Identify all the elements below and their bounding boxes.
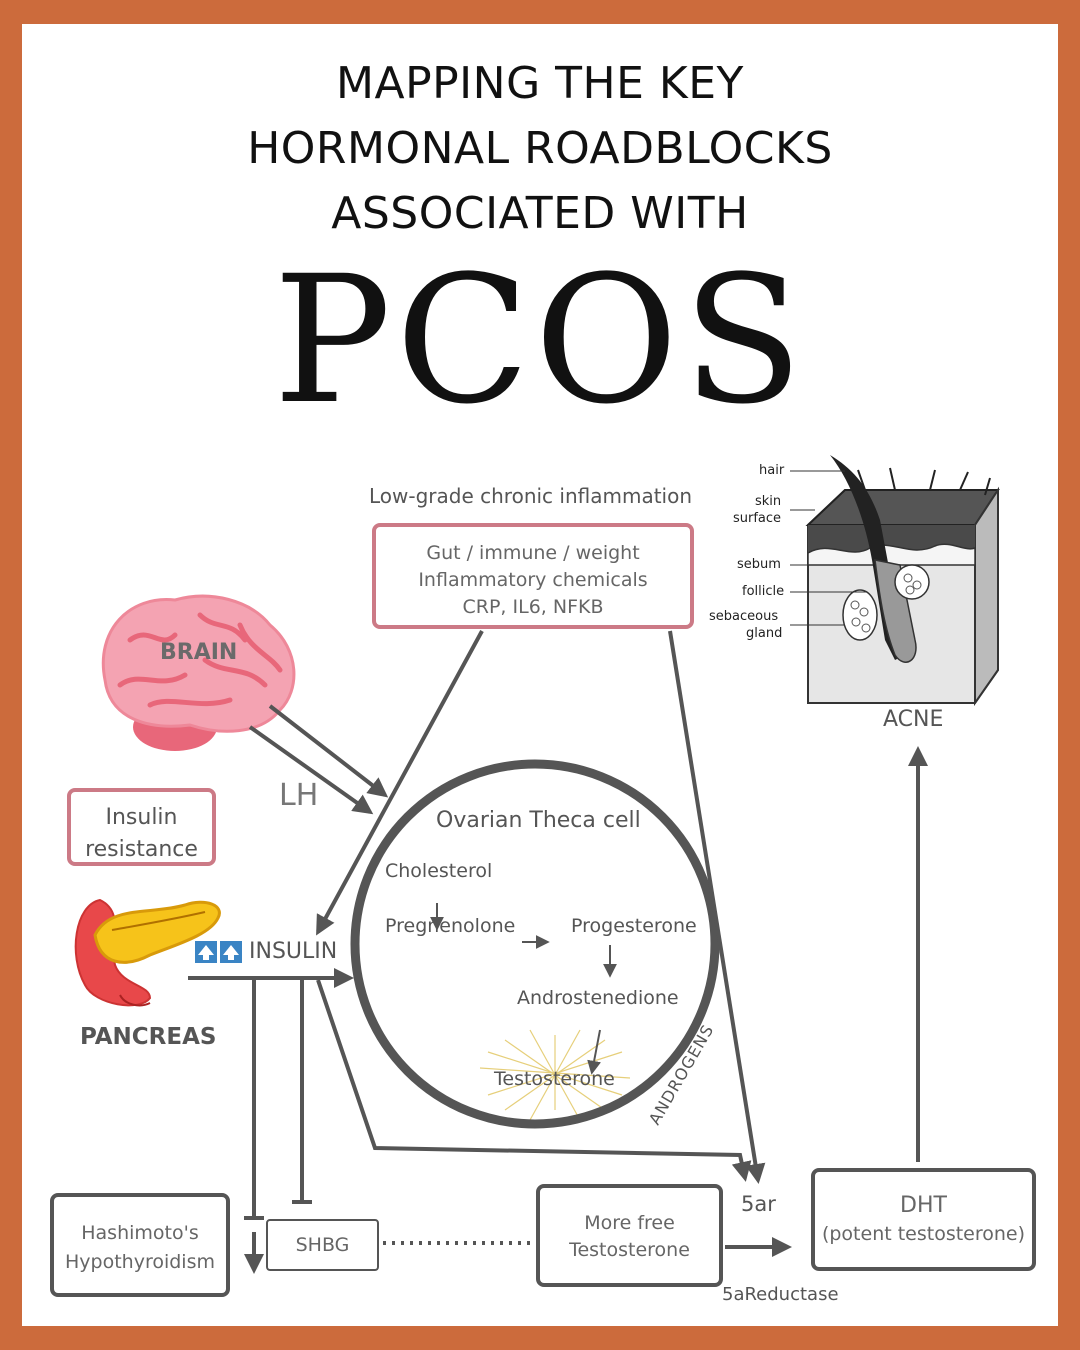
insulin-label: INSULIN [249,939,337,964]
dht-line-1: DHT [815,1192,1032,1220]
acne-label: ACNE [883,707,943,732]
insulin-resistance-line-2: resistance [71,834,212,866]
lh-label: LH [279,778,318,813]
pancreas-label: PANCREAS [80,1024,216,1050]
dht-box: DHT (potent testosterone) [811,1168,1036,1271]
inflammation-heading: Low-grade chronic inflammation [369,484,692,508]
dht-line-2: (potent testosterone) [815,1220,1032,1248]
brain-label: BRAIN [160,640,237,665]
shbg-label: SHBG [268,1234,377,1256]
skin-follicle-illustration [790,455,998,703]
surface-label: surface [733,511,781,526]
gland-label: gland [746,626,782,641]
progesterone-label: Progesterone [571,915,697,937]
hashimoto-line-1: Hashimoto's [54,1219,226,1248]
5a-reductase-label: 5aReductase [722,1284,839,1305]
inflammation-line-2: Inflammatory chemicals [376,567,690,594]
insulin-increase-icon [195,941,242,963]
theca-cell-title: Ovarian Theca cell [436,808,641,833]
insulin-resistance-box: Insulin resistance [67,788,216,866]
inflammation-line-3: CRP, IL6, NFKB [376,594,690,621]
follicle-label: follicle [742,584,784,599]
shbg-box: SHBG [266,1219,379,1271]
skin-label: skin [755,494,781,509]
testosterone-label: Testosterone [494,1068,615,1090]
hashimoto-box: Hashimoto's Hypothyroidism [50,1193,230,1297]
inflammation-box: Gut / immune / weight Inflammatory chemi… [372,523,694,629]
sebaceous-label: sebaceous [709,609,778,624]
sebum-label: sebum [737,557,781,572]
cholesterol-label: Cholesterol [385,860,492,882]
free-testosterone-line-2: Testosterone [540,1237,719,1264]
insulin-resistance-line-1: Insulin [71,802,212,834]
free-testosterone-box: More free Testosterone [536,1184,723,1287]
hair-label: hair [759,463,784,478]
free-testosterone-line-1: More free [540,1210,719,1237]
brain-illustration [103,596,294,751]
androstenedione-label: Androstenedione [517,987,679,1009]
hashimoto-line-2: Hypothyroidism [54,1248,226,1277]
inflammation-line-1: Gut / immune / weight [376,540,690,567]
5ar-label: 5ar [741,1192,776,1216]
pregnenolone-label: Pregnenolone [385,915,515,937]
